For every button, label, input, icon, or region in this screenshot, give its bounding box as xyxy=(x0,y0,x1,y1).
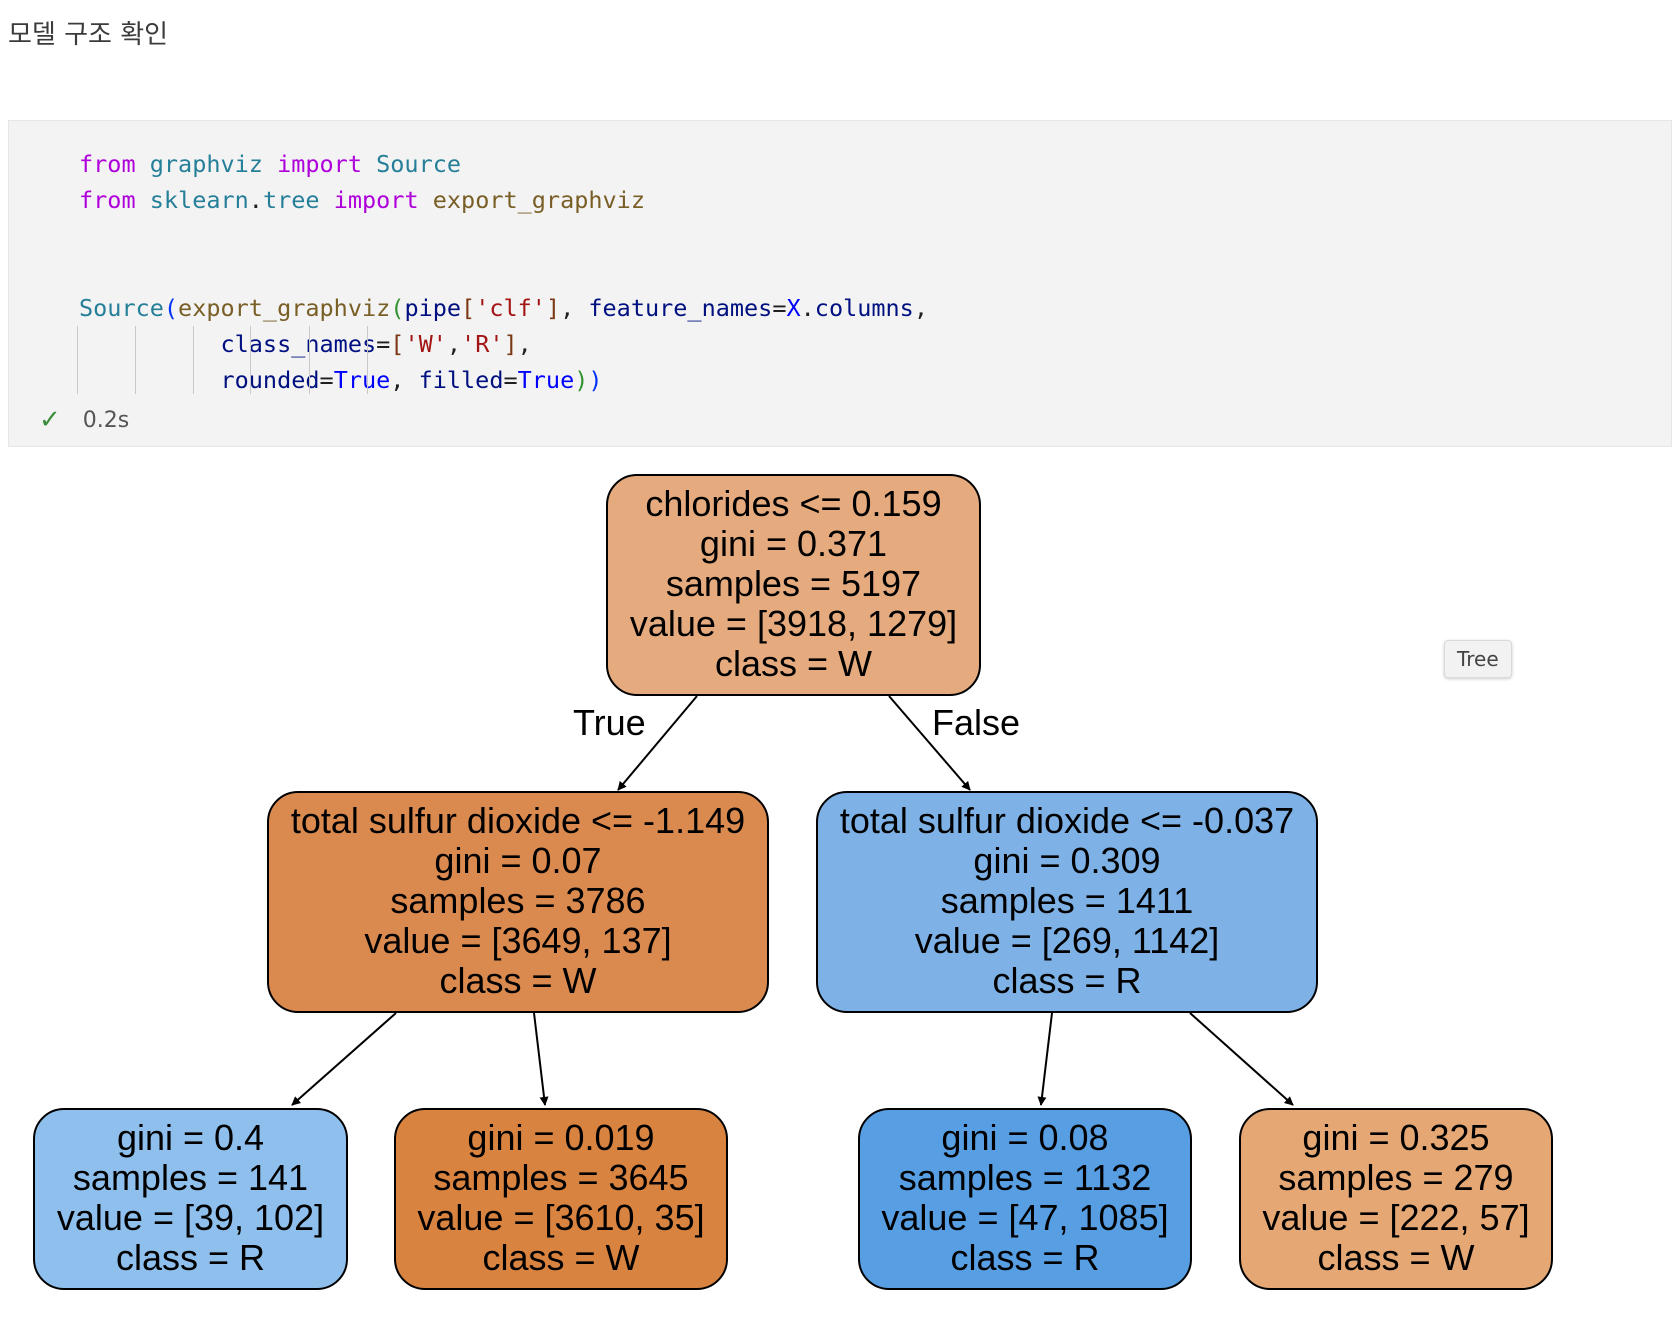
tree-node-line: samples = 1132 xyxy=(899,1157,1152,1198)
edge-label-true: True xyxy=(573,702,646,743)
tree-node-line: class = W xyxy=(1317,1237,1474,1278)
tree-node-line: value = [39, 102] xyxy=(57,1197,324,1238)
tree-edge xyxy=(888,695,971,791)
tree-node-line: gini = 0.08 xyxy=(941,1117,1108,1158)
tree-node-line: class = R xyxy=(992,960,1141,1001)
tree-node-line: value = [3918, 1279] xyxy=(630,603,957,644)
edge-label-false: False xyxy=(932,702,1020,743)
tree-node-line: class = W xyxy=(715,643,872,684)
tree-node-box xyxy=(816,791,1318,1013)
tree-node-line: value = [222, 57] xyxy=(1262,1197,1529,1238)
tree-node-line: class = W xyxy=(482,1237,639,1278)
success-check-icon: ✓ xyxy=(39,405,61,435)
tree-edge xyxy=(617,695,698,791)
tree-node-line: samples = 141 xyxy=(73,1157,308,1198)
indent-guide xyxy=(250,326,251,394)
indent-guide xyxy=(309,326,310,394)
code-line-3: Source(export_graphviz(pipe['clf'], feat… xyxy=(79,294,928,322)
tree-node-box xyxy=(858,1108,1192,1290)
tree-node-line: gini = 0.019 xyxy=(467,1117,654,1158)
tree-edge xyxy=(291,1012,397,1106)
tree-node-line: total sulfur dioxide <= -0.037 xyxy=(840,800,1294,841)
tree-node-line: class = W xyxy=(439,960,596,1001)
execution-time: 0.2s xyxy=(82,407,130,433)
tree-node-box xyxy=(33,1108,348,1290)
tree-node-line: value = [3649, 137] xyxy=(364,920,671,961)
tree-edge xyxy=(533,1012,549,1106)
tree-node-line: samples = 3786 xyxy=(390,880,645,921)
tree-node-line: value = [269, 1142] xyxy=(915,920,1220,961)
code-cell[interactable]: from graphviz import Source from sklearn… xyxy=(8,120,1672,447)
code-editor[interactable]: from graphviz import Source from sklearn… xyxy=(79,146,928,398)
tree-node-line: class = R xyxy=(950,1237,1099,1278)
tree-node-line: value = [47, 1085] xyxy=(881,1197,1168,1238)
code-line-4: class_names=['W','R'], xyxy=(220,330,532,358)
code-line-2: from sklearn.tree import export_graphviz xyxy=(79,186,645,214)
tree-node-line: total sulfur dioxide <= -1.149 xyxy=(291,800,745,841)
tree-node-line: samples = 1411 xyxy=(941,880,1194,921)
indent-guide xyxy=(77,326,78,394)
tree-node-line: chlorides <= 0.159 xyxy=(645,483,941,524)
code-line-5: rounded=True, filled=True)) xyxy=(220,366,603,394)
tree-tooltip: Tree xyxy=(1444,640,1512,678)
code-line-1: from graphviz import Source xyxy=(79,150,462,178)
execution-status: ✓ 0.2s xyxy=(39,403,129,437)
tree-node-line: samples = 5197 xyxy=(666,563,921,604)
tree-node-line: gini = 0.371 xyxy=(700,523,887,564)
tree-edge xyxy=(1037,1012,1053,1106)
tree-node-box xyxy=(267,791,769,1013)
tree-node-line: samples = 279 xyxy=(1278,1157,1513,1198)
indent-guide xyxy=(193,326,194,394)
tree-node-box xyxy=(606,474,981,696)
tree-node-line: gini = 0.07 xyxy=(434,840,601,881)
tree-node-box xyxy=(1239,1108,1553,1290)
tree-node-line: gini = 0.309 xyxy=(973,840,1160,881)
tree-node-line: samples = 3645 xyxy=(433,1157,688,1198)
indent-guide xyxy=(135,326,136,394)
section-heading: 모델 구조 확인 xyxy=(8,20,169,50)
tree-node-box xyxy=(394,1108,728,1290)
tree-node-line: gini = 0.4 xyxy=(117,1117,264,1158)
indent-guide xyxy=(367,326,368,394)
tree-node-line: class = R xyxy=(116,1237,265,1278)
tree-edge xyxy=(1189,1012,1294,1106)
tree-node-line: value = [3610, 35] xyxy=(417,1197,704,1238)
tree-node-line: gini = 0.325 xyxy=(1302,1117,1489,1158)
